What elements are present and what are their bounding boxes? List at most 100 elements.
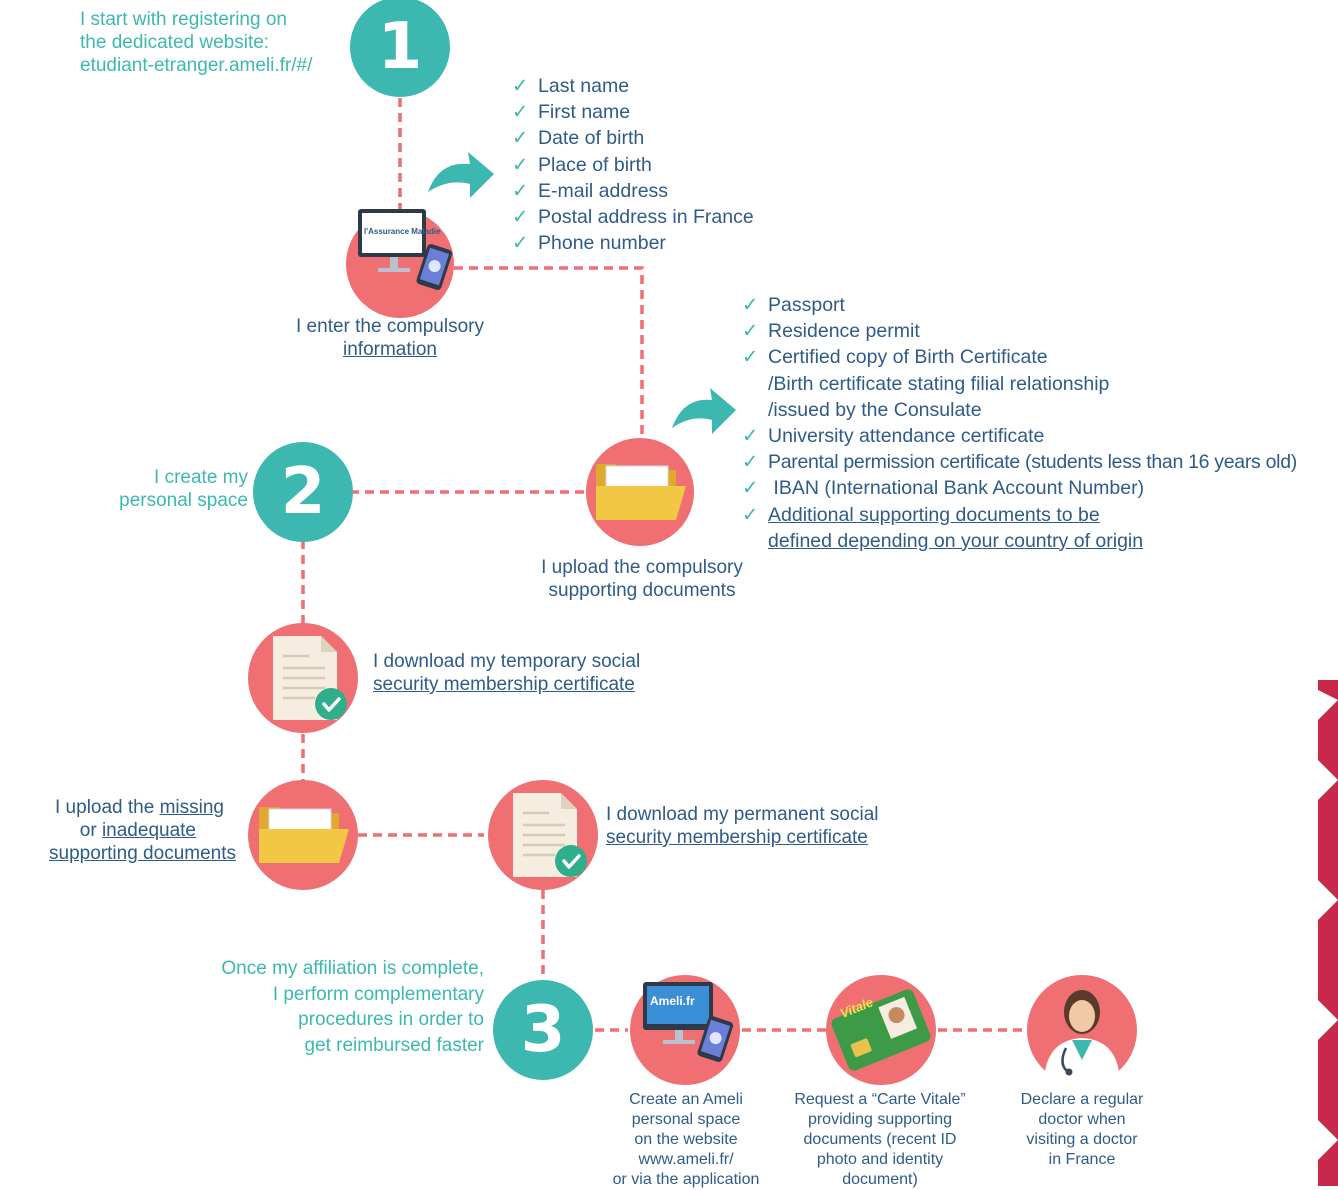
checkmark-icon: ✓ (512, 232, 529, 255)
label-line: I perform complementary (272, 983, 484, 1005)
doctor-icon (1027, 975, 1137, 1085)
computer-phone-icon (346, 209, 454, 318)
step-3-label: Once my affiliation is complete, I perfo… (170, 956, 484, 1058)
ameli-computer-icon (630, 975, 740, 1085)
step-3-circle (493, 980, 593, 1080)
caption-line: I upload the compulsory (541, 557, 743, 578)
checkmark-icon: ✓ (742, 503, 759, 526)
checkmark-icon: ✓ (742, 425, 759, 448)
step-1-intro-line: the dedicated website: (80, 32, 270, 53)
upload-caption: I upload the compulsory supporting docum… (512, 556, 772, 602)
checkmark-icon: ✓ (512, 127, 529, 150)
caption-line: doctor when (1038, 1111, 1126, 1128)
additional-documents-link[interactable]: defined depending on your country of ori… (768, 529, 1144, 552)
caption-line: personal space (631, 1111, 741, 1128)
temp-certificate-link[interactable]: security membership certificate (373, 674, 635, 695)
info-checklist: ✓Last name ✓First name ✓Date of birth ✓P… (512, 73, 754, 256)
vitale-caption: Request a “Carte Vitale” providing suppo… (782, 1090, 978, 1190)
checkmark-icon: ✓ (512, 101, 529, 124)
folder-icon (586, 438, 694, 546)
decorative-edge-ornament (1318, 680, 1338, 1186)
checklist-item: ✓Passport (742, 292, 1297, 318)
step-1-intro-line: I start with registering on (80, 9, 287, 30)
checklist-item: ✓ Additional supporting documents to be (742, 502, 1297, 528)
step-2-circle (253, 442, 353, 542)
missing-docs-caption: I upload the missing or inadequate suppo… (49, 797, 236, 864)
caption-line: I download my temporary social (373, 651, 641, 672)
missing-documents-folder-icon (248, 780, 358, 890)
checkmark-icon: ✓ (512, 206, 529, 229)
checkmark-icon: ✓ (742, 320, 759, 343)
inadequate-link[interactable]: inadequate (101, 820, 196, 841)
checklist-item: ✓Certified copy of Birth Certificate (742, 344, 1297, 370)
caption-line: providing supporting (807, 1111, 953, 1128)
caption-line: on the website (634, 1131, 738, 1148)
arrow-icon-info (428, 152, 494, 198)
checklist-item: ✓Date of birth (512, 125, 754, 151)
temp-certificate-caption: I download my temporary social security … (373, 650, 693, 696)
checklist-item: ✓University attendance certificate (742, 423, 1297, 449)
caption-line: documents (recent ID (803, 1131, 957, 1148)
checklist-item: ✓Parental permission certificate (studen… (742, 449, 1297, 475)
information-link[interactable]: information (343, 339, 437, 360)
caption-line: Create an Ameli (629, 1091, 743, 1108)
caption-line: supporting documents (548, 580, 736, 601)
enter-info-caption: I enter the compulsory information (270, 315, 510, 361)
caption-line: I download my permanent social (606, 804, 879, 825)
step-1-number: 1 (377, 10, 423, 84)
caption-line: Request a “Carte Vitale” (794, 1091, 966, 1108)
caption-line: I enter the compulsory (296, 316, 484, 337)
step-1-circle (350, 0, 450, 97)
label-line: personal space (119, 490, 248, 511)
checklist-item: ✓Postal address in France (512, 204, 754, 230)
checklist-item: ✓Residence permit (742, 318, 1297, 344)
perm-certificate-link[interactable]: security membership certificate (606, 827, 868, 848)
vitale-card-icon (826, 975, 936, 1085)
checkmark-icon: ✓ (512, 75, 529, 97)
label-line: get reimbursed faster (304, 1034, 484, 1056)
label-line: Once my affiliation is complete, (221, 958, 484, 979)
checkmark-icon: ✓ (742, 451, 759, 474)
permanent-certificate-icon (488, 780, 598, 890)
assurance-logo-text: l'Assurance Maladie (364, 227, 441, 236)
caption-line: Declare a regular (1020, 1091, 1144, 1108)
ameli-logo-text: Ameli.fr (650, 994, 695, 1008)
caption-line: visiting a doctor (1026, 1131, 1138, 1148)
checkmark-icon: ✓ (742, 477, 759, 500)
label-line: procedures in order to (298, 1009, 484, 1030)
checklist-continuation: /issued by the Consulate (768, 398, 982, 421)
perm-certificate-caption: I download my permanent social security … (606, 803, 926, 849)
step-1-intro: I start with registering on the dedicate… (80, 8, 350, 77)
checklist-item: ✓First name (512, 99, 754, 125)
connector-info-to-upload (454, 266, 644, 440)
step-3-number: 3 (520, 993, 566, 1067)
checkmark-icon: ✓ (512, 153, 529, 176)
caption-line: document) (842, 1171, 918, 1188)
documents-checklist: ✓Passport ✓Residence permit ✓Certified c… (742, 292, 1297, 554)
step-2-number: 2 (280, 455, 326, 529)
step-1-website-link[interactable]: etudiant-etranger.ameli.fr/#/ (80, 55, 313, 76)
checkmark-icon: ✓ (512, 179, 529, 202)
caption-line: or via the application (612, 1171, 760, 1188)
ameli-caption: Create an Ameli personal space on the we… (596, 1090, 776, 1190)
label-line: I create my (154, 467, 248, 488)
doctor-caption: Declare a regular doctor when visiting a… (1002, 1090, 1162, 1170)
additional-documents-link[interactable]: Additional supporting documents to be (768, 503, 1100, 526)
caption-line: photo and identity (816, 1151, 944, 1168)
arrow-icon-documents (672, 388, 736, 434)
checkmark-icon: ✓ (742, 294, 759, 316)
caption-line: www.ameli.fr/ (638, 1151, 734, 1168)
caption-line: in France (1048, 1151, 1116, 1168)
checklist-item: ✓Phone number (512, 230, 754, 256)
supporting-documents-link[interactable]: supporting documents (49, 843, 236, 864)
temporary-certificate-icon (248, 623, 358, 733)
checklist-continuation: /Birth certificate stating filial relati… (768, 372, 1110, 395)
checklist-item: ✓ IBAN (International Bank Account Numbe… (742, 475, 1297, 501)
checklist-item: ✓Place of birth (512, 152, 754, 178)
connectors (301, 98, 644, 837)
missing-link[interactable]: missing (159, 797, 224, 818)
checkmark-icon: ✓ (742, 346, 759, 369)
checklist-item: ✓E-mail address (512, 178, 754, 204)
checklist-item: ✓Last name (512, 73, 754, 99)
